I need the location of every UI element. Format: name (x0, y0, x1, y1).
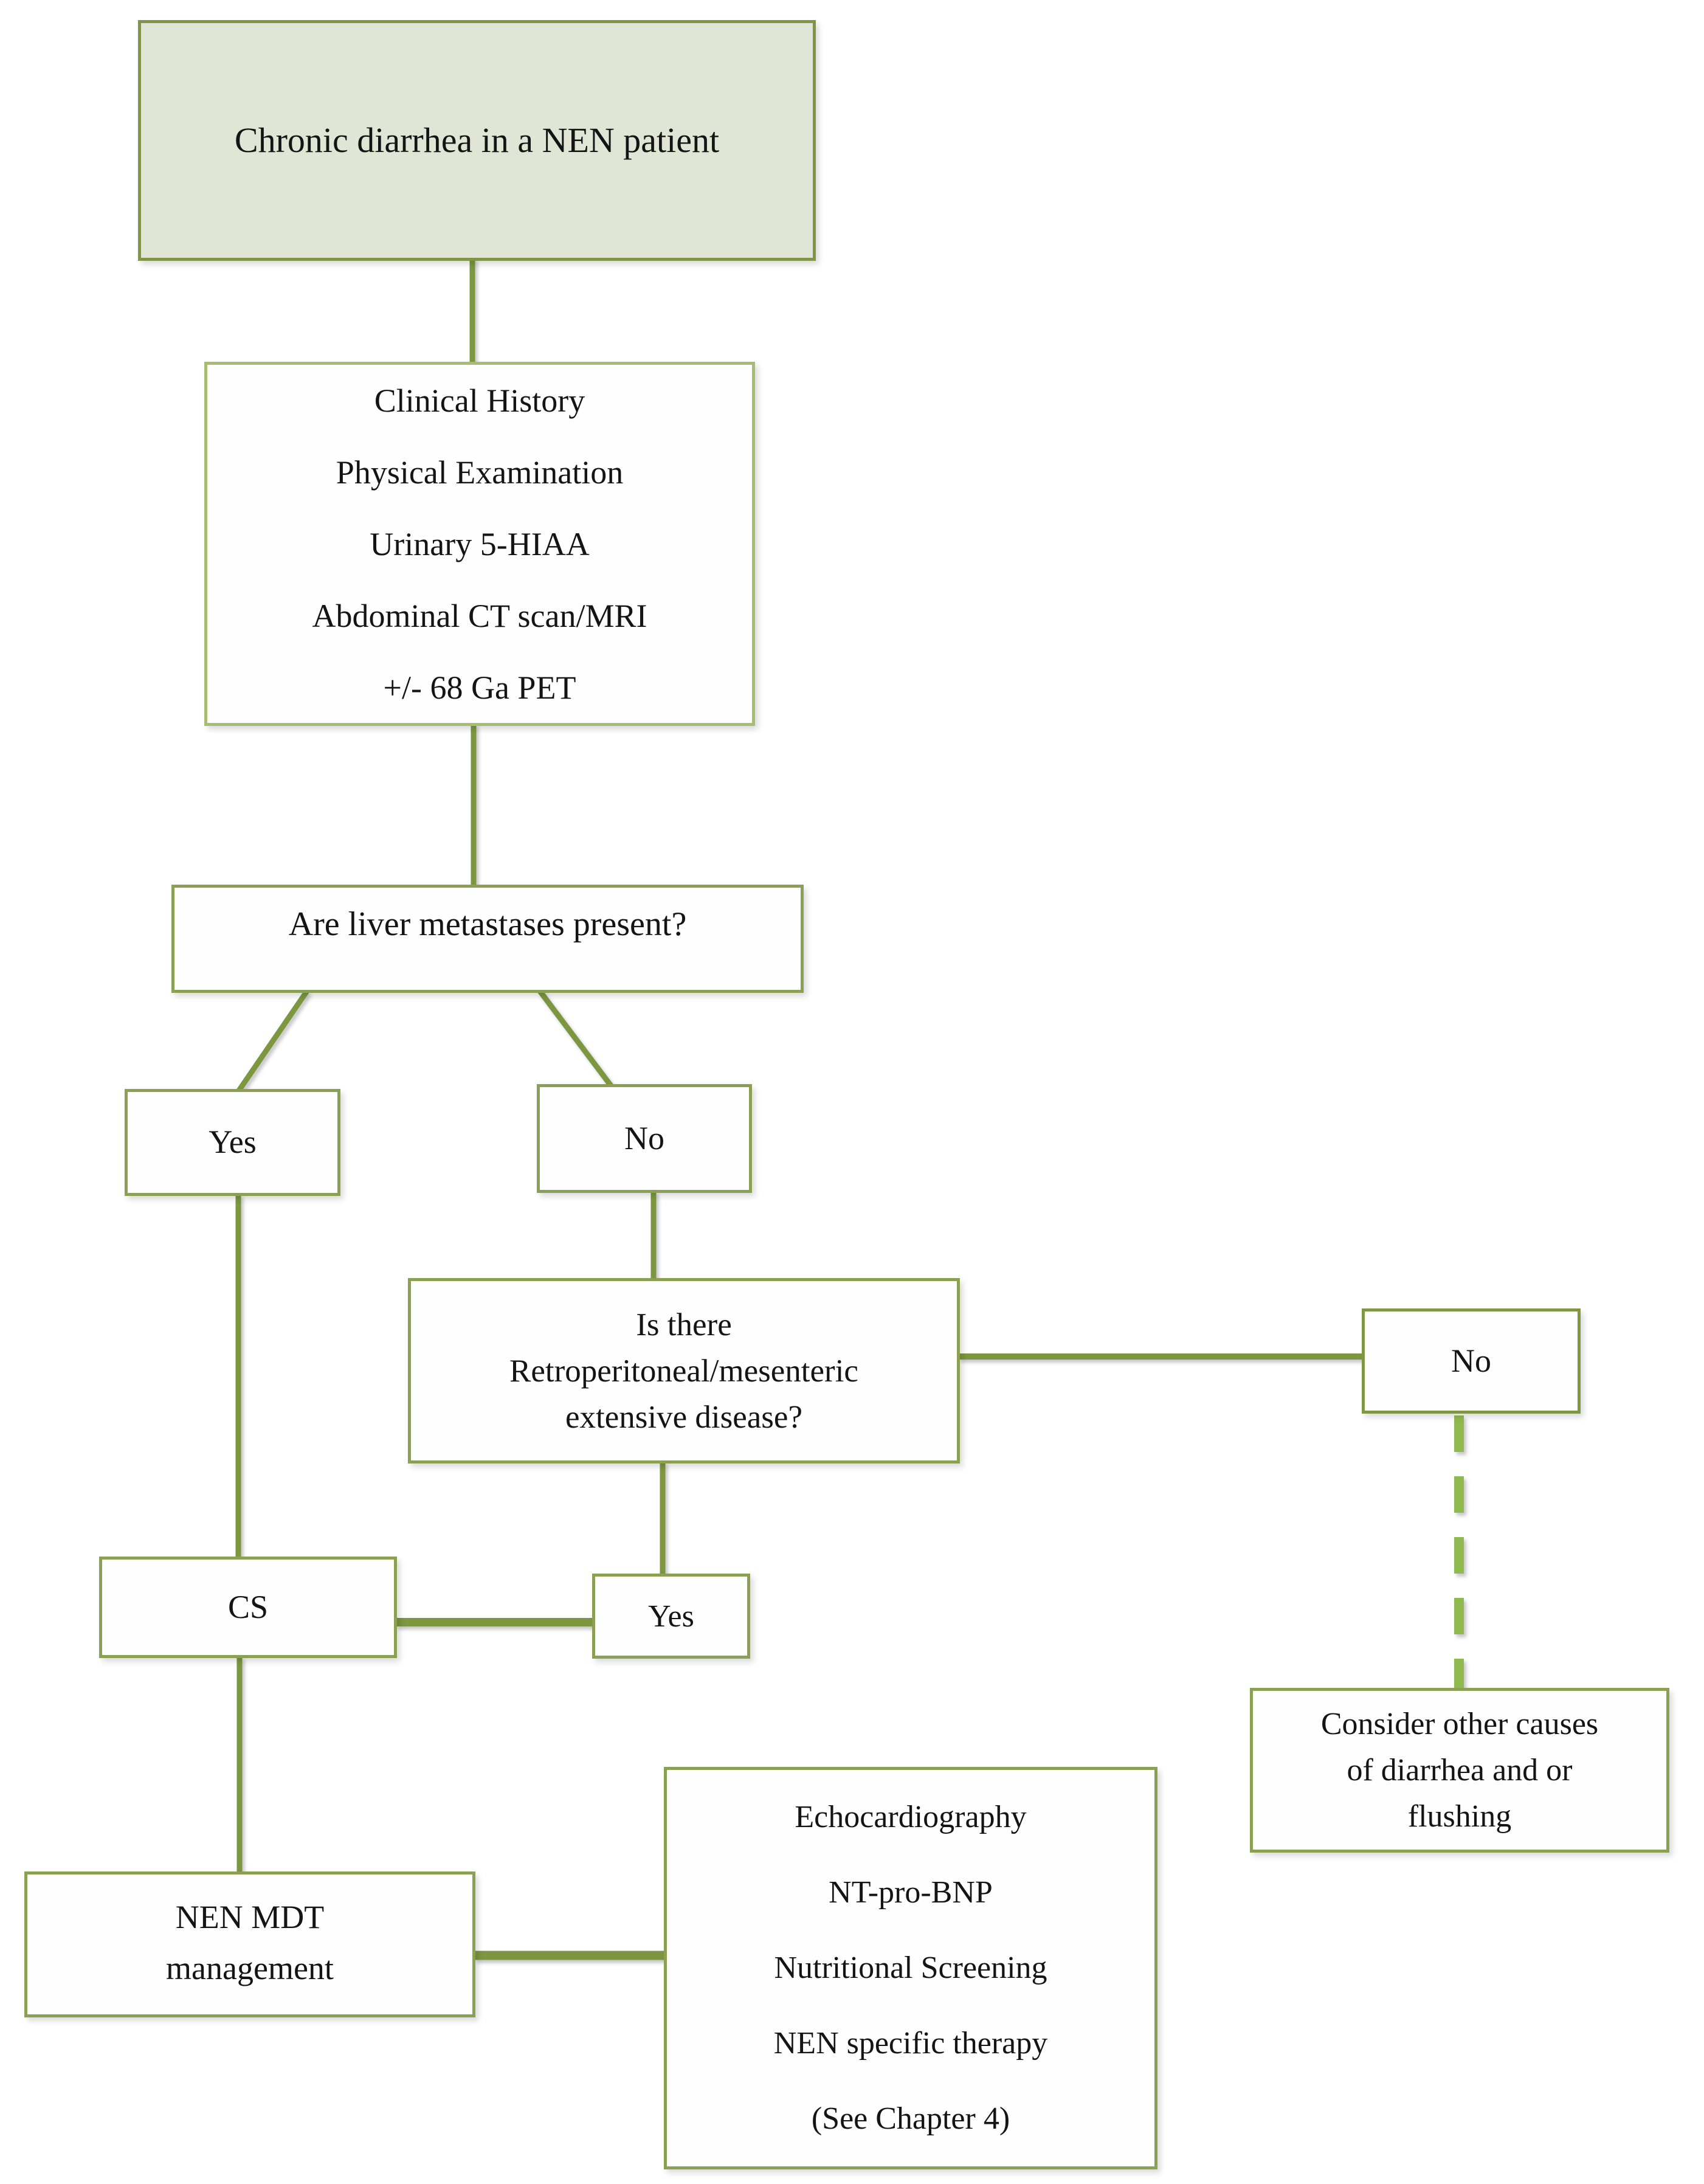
node-label: Chronic diarrhea in a NEN patient (234, 120, 720, 160)
node-liver-metastases-no: No (537, 1084, 752, 1193)
workup-line-physical-examination: Physical Examination (336, 454, 624, 491)
node-retroperitoneal-no: No (1362, 1308, 1581, 1414)
workup-line-abdominal-ct-mri: Abdominal CT scan/MRI (312, 597, 647, 634)
consider-line-1: Consider other causes (1320, 1706, 1599, 1741)
node-consider-other-causes: Consider other causes of diarrhea and or… (1250, 1688, 1669, 1853)
therapy-line-nt-pro-bnp: NT-pro-BNP (829, 1875, 993, 1910)
node-label: Are liver metastases present? (288, 905, 687, 943)
node-initial-workup: Clinical History Physical Examination Ur… (204, 362, 755, 726)
consider-line-3: flushing (1407, 1799, 1512, 1834)
node-chronic-diarrhea-start: Chronic diarrhea in a NEN patient (138, 20, 816, 261)
therapy-line-see-chapter-4: (See Chapter 4) (811, 2101, 1010, 2136)
node-question-liver-metastases: Are liver metastases present? (171, 885, 804, 993)
retro-question-line-2: Retroperitoneal/mesenteric (509, 1353, 858, 1389)
workup-line-clinical-history: Clinical History (374, 382, 585, 419)
therapy-line-nutritional-screening: Nutritional Screening (774, 1951, 1047, 1985)
node-question-retroperitoneal-disease: Is there Retroperitoneal/mesenteric exte… (408, 1278, 960, 1463)
node-retroperitoneal-yes: Yes (592, 1574, 750, 1659)
workup-line-urinary-5hiaa: Urinary 5-HIAA (370, 525, 590, 562)
retro-question-line-3: extensive disease? (565, 1399, 802, 1435)
node-nen-specific-therapy: Echocardiography NT-pro-BNP Nutritional … (664, 1767, 1157, 2169)
nen-mdt-line-2: management (166, 1950, 334, 1986)
node-liver-metastases-yes: Yes (125, 1089, 340, 1196)
consider-line-2: of diarrhea and or (1347, 1752, 1573, 1788)
node-label: Yes (648, 1598, 694, 1634)
nen-mdt-line-1: NEN MDT (175, 1899, 325, 1935)
node-label: No (1451, 1342, 1491, 1379)
node-label: Yes (209, 1124, 257, 1161)
workup-line-ga-pet: +/- 68 Ga PET (383, 669, 576, 706)
connector-liver-question-to-no (537, 989, 614, 1088)
node-label: No (624, 1119, 664, 1156)
therapy-line-nen-specific-therapy: NEN specific therapy (773, 2026, 1048, 2061)
retro-question-line-1: Is there (636, 1307, 732, 1343)
node-label: CS (227, 1588, 269, 1625)
connector-liver-question-to-yes (236, 989, 309, 1093)
therapy-line-echocardiography: Echocardiography (795, 1800, 1027, 1834)
node-nen-mdt-management: NEN MDT management (24, 1871, 475, 2017)
node-carcinoid-syndrome: CS (99, 1557, 397, 1658)
